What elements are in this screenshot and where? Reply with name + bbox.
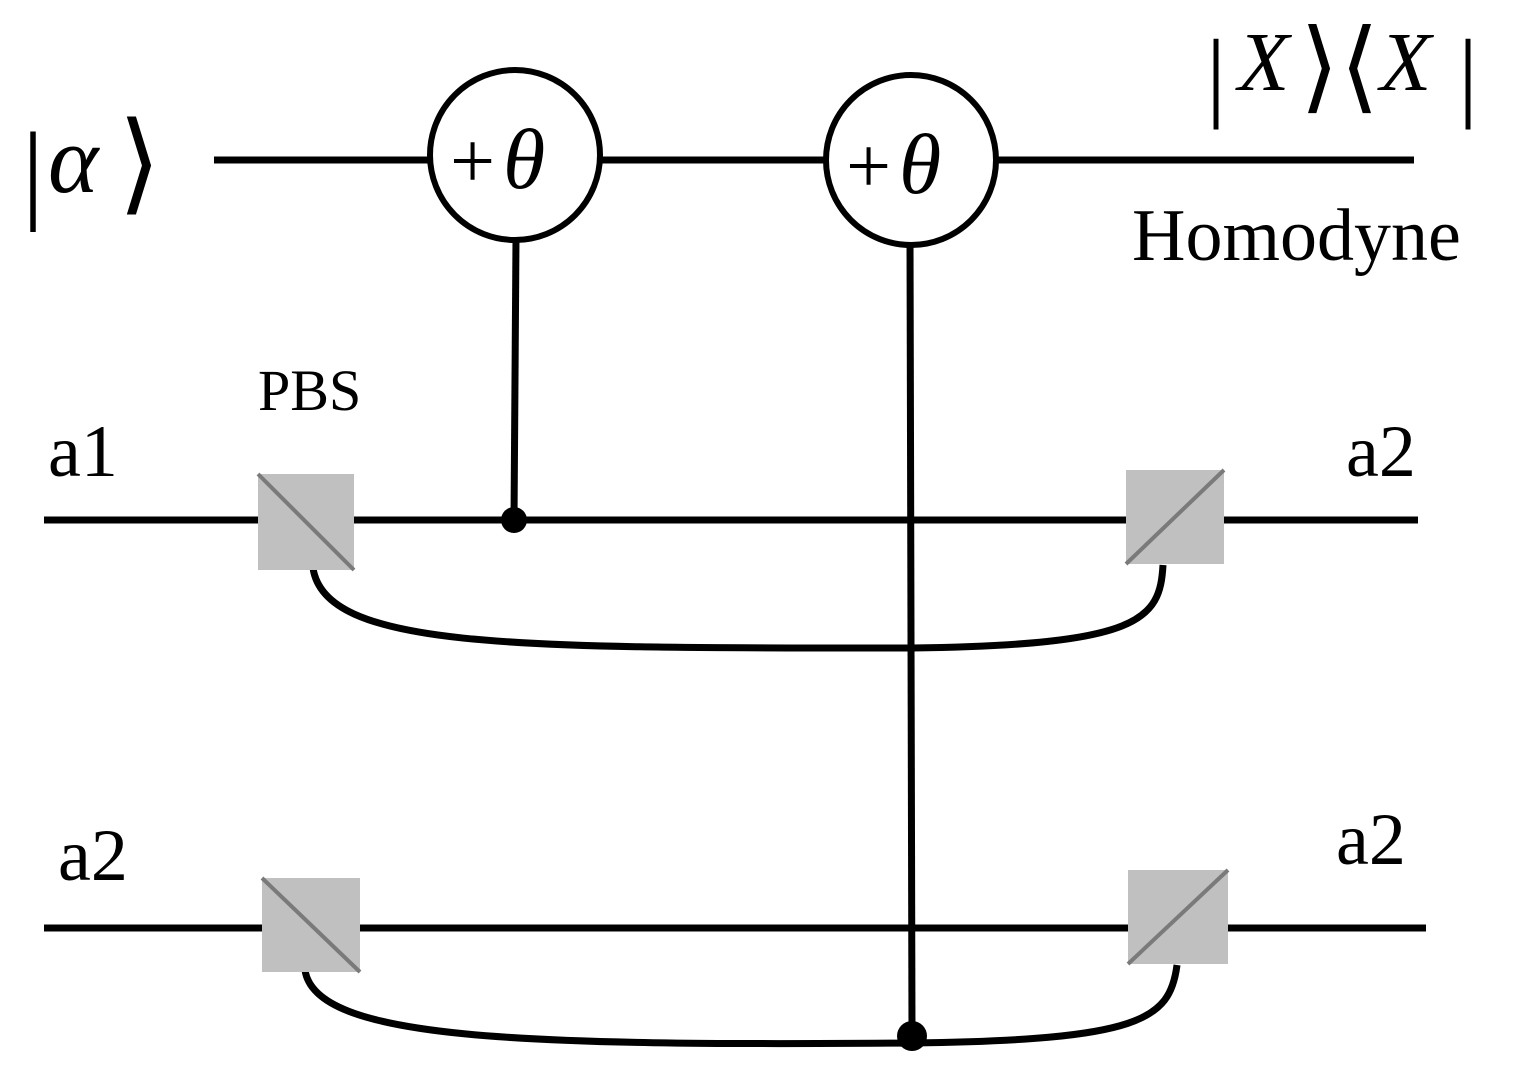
control-line-2 xyxy=(906,237,916,1037)
projector-x1: X xyxy=(1235,16,1293,109)
mode-label-row2-right: a2 xyxy=(1336,799,1406,881)
ket-bar: | xyxy=(22,110,44,232)
delay-loop-row2 xyxy=(301,964,1181,1048)
alpha-symbol: α xyxy=(48,106,100,213)
mode-label-row2-left: a2 xyxy=(58,815,128,897)
control-dot-row1 xyxy=(501,507,527,533)
mode-label-row1-right: a2 xyxy=(1346,411,1416,493)
phase-gate-2: + θ xyxy=(823,72,999,248)
phase-gate-1: + θ xyxy=(427,67,603,243)
pbs-label: PBS xyxy=(258,358,361,423)
pbs-row1-right xyxy=(1124,468,1226,566)
homodyne-label: Homodyne xyxy=(1132,195,1461,277)
phase-gate-theta: θ xyxy=(899,116,941,212)
projector-bra-open: ⟨ xyxy=(1340,11,1379,122)
projector-bar-left: | xyxy=(1206,19,1226,130)
phase-gate-plus: + xyxy=(450,118,495,206)
control-line-1 xyxy=(510,237,520,521)
phase-gate-theta: θ xyxy=(503,111,545,207)
projector-ket-close: ⟩ xyxy=(1300,11,1339,122)
phase-gate-plus: + xyxy=(846,123,891,211)
pbs-row2-left xyxy=(260,876,362,974)
mode-label-row1-left: a1 xyxy=(48,411,118,493)
input-state-ket: | α ⟩ xyxy=(22,102,161,232)
ket-bracket: ⟩ xyxy=(118,102,161,224)
projector-x2: X xyxy=(1377,16,1435,109)
pbs-row2-right xyxy=(1126,868,1230,966)
output-projector: | X ⟩ ⟨ X | xyxy=(1206,11,1478,130)
control-dot-row2 xyxy=(897,1021,927,1051)
projector-bar-right: | xyxy=(1458,19,1478,130)
pbs-row1-left xyxy=(256,472,356,572)
delay-loop-row1 xyxy=(309,564,1167,652)
